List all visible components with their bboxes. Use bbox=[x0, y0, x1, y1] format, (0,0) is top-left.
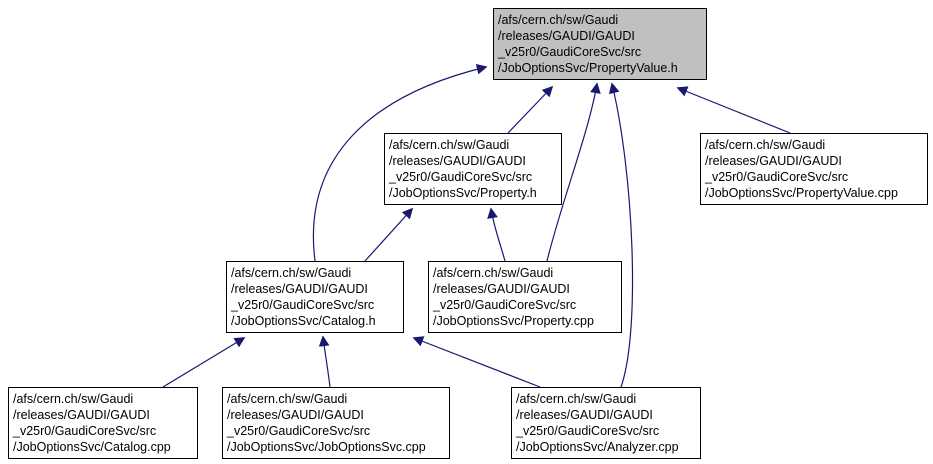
node-label-line: /JobOptionsSvc/Property.h bbox=[389, 186, 537, 200]
graph-node-joboptionssvc_cpp[interactable]: /afs/cern.ch/sw/Gaudi/releases/GAUDI/GAU… bbox=[222, 387, 450, 459]
node-label-line: /JobOptionsSvc/JobOptionsSvc.cpp bbox=[227, 440, 426, 454]
node-label-line: /releases/GAUDI/GAUDI bbox=[498, 29, 635, 43]
node-label-line: /releases/GAUDI/GAUDI bbox=[433, 282, 570, 296]
graph-node-catalog_h[interactable]: /afs/cern.ch/sw/Gaudi/releases/GAUDI/GAU… bbox=[226, 261, 404, 333]
node-label-line: _v25r0/GaudiCoreSvc/src bbox=[516, 424, 660, 438]
node-label-line: /releases/GAUDI/GAUDI bbox=[516, 408, 653, 422]
node-label-line: _v25r0/GaudiCoreSvc/src bbox=[13, 424, 157, 438]
node-label-line: /releases/GAUDI/GAUDI bbox=[227, 408, 364, 422]
edge-propertyvalue_cpp-to-propertyvalue_h bbox=[676, 86, 791, 134]
node-label-line: /afs/cern.ch/sw/Gaudi bbox=[516, 392, 637, 406]
edge-property_cpp-to-propertyvalue_h bbox=[546, 82, 601, 262]
graph-node-property_h[interactable]: /afs/cern.ch/sw/Gaudi/releases/GAUDI/GAU… bbox=[384, 133, 562, 205]
node-label-line: _v25r0/GaudiCoreSvc/src bbox=[227, 424, 371, 438]
node-label-line: /releases/GAUDI/GAUDI bbox=[231, 282, 368, 296]
node-label-line: /JobOptionsSvc/Property.cpp bbox=[433, 314, 594, 328]
node-label-line: _v25r0/GaudiCoreSvc/src bbox=[498, 45, 642, 59]
node-label-line: /releases/GAUDI/GAUDI bbox=[13, 408, 150, 422]
node-label-line: /releases/GAUDI/GAUDI bbox=[705, 154, 842, 168]
node-label-line: /afs/cern.ch/sw/Gaudi bbox=[705, 138, 826, 152]
edge-catalog_h-to-propertyvalue_h bbox=[312, 63, 488, 262]
edge-analyzer_cpp-to-catalog_h bbox=[412, 336, 541, 388]
graph-node-catalog_cpp[interactable]: /afs/cern.ch/sw/Gaudi/releases/GAUDI/GAU… bbox=[8, 387, 198, 459]
node-label-line: /JobOptionsSvc/PropertyValue.cpp bbox=[705, 186, 898, 200]
node-label-line: /afs/cern.ch/sw/Gaudi bbox=[231, 266, 352, 280]
edge-catalog_h-to-property_h bbox=[364, 207, 414, 262]
graph-node-property_cpp[interactable]: /afs/cern.ch/sw/Gaudi/releases/GAUDI/GAU… bbox=[428, 261, 622, 333]
node-label-line: _v25r0/GaudiCoreSvc/src bbox=[231, 298, 375, 312]
node-label-line: /JobOptionsSvc/Catalog.cpp bbox=[13, 440, 171, 454]
edge-property_h-to-propertyvalue_h bbox=[507, 85, 554, 134]
edge-catalog_cpp-to-catalog_h bbox=[162, 337, 246, 388]
edge-property_cpp-to-property_h bbox=[487, 207, 506, 262]
node-label-line: /JobOptionsSvc/PropertyValue.h bbox=[498, 61, 678, 75]
edge-joboptionssvc_cpp-to-catalog_h bbox=[318, 335, 331, 388]
node-label-line: /JobOptionsSvc/Analyzer.cpp bbox=[516, 440, 679, 454]
edge-analyzer_cpp-to-propertyvalue_h bbox=[608, 82, 634, 388]
node-label-line: /afs/cern.ch/sw/Gaudi bbox=[433, 266, 554, 280]
node-label-line: /afs/cern.ch/sw/Gaudi bbox=[498, 13, 619, 27]
node-label-line: /afs/cern.ch/sw/Gaudi bbox=[389, 138, 510, 152]
node-label-line: _v25r0/GaudiCoreSvc/src bbox=[705, 170, 849, 184]
node-label-line: /afs/cern.ch/sw/Gaudi bbox=[227, 392, 348, 406]
node-label-line: _v25r0/GaudiCoreSvc/src bbox=[389, 170, 533, 184]
node-label-line: _v25r0/GaudiCoreSvc/src bbox=[433, 298, 577, 312]
node-label-line: /releases/GAUDI/GAUDI bbox=[389, 154, 526, 168]
node-label-line: /JobOptionsSvc/Catalog.h bbox=[231, 314, 376, 328]
graph-node-propertyvalue_cpp[interactable]: /afs/cern.ch/sw/Gaudi/releases/GAUDI/GAU… bbox=[700, 133, 928, 205]
graph-node-propertyvalue_h: /afs/cern.ch/sw/Gaudi/releases/GAUDI/GAU… bbox=[493, 8, 707, 80]
graph-node-analyzer_cpp[interactable]: /afs/cern.ch/sw/Gaudi/releases/GAUDI/GAU… bbox=[511, 387, 701, 459]
node-label-line: /afs/cern.ch/sw/Gaudi bbox=[13, 392, 134, 406]
